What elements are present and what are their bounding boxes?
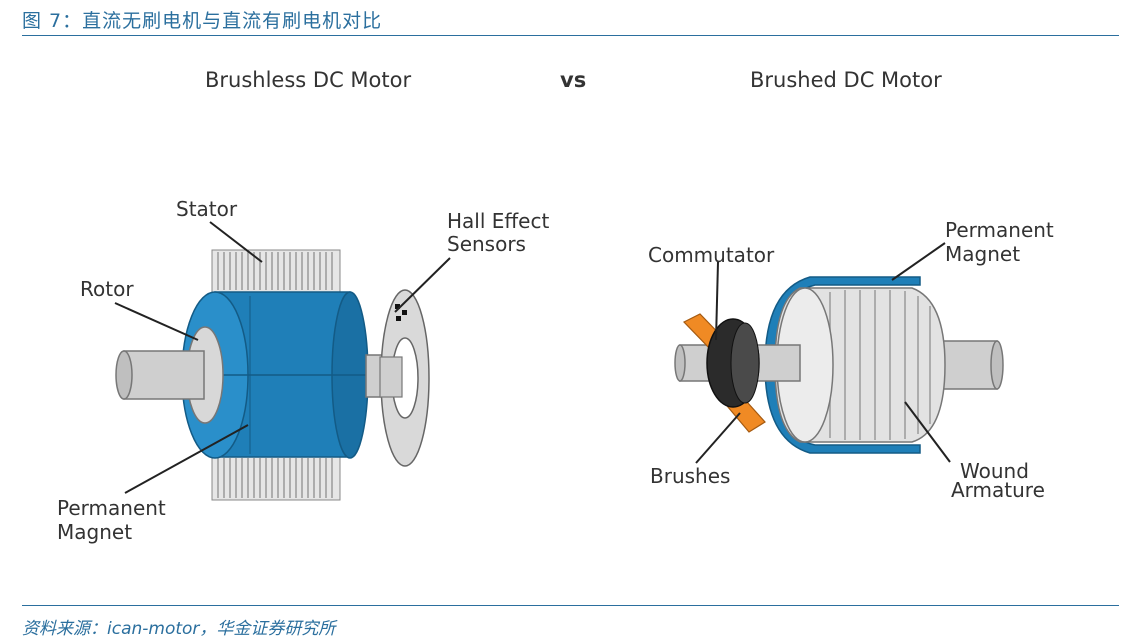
title-divider — [22, 35, 1119, 36]
source-divider — [22, 605, 1119, 606]
brushless-heading: Brushless DC Motor — [205, 68, 411, 92]
shaft-right-end — [379, 356, 403, 398]
vs-label: vs — [560, 68, 586, 92]
commutator — [706, 318, 760, 408]
figure-title: 图 7：直流无刷电机与直流有刷电机对比 — [22, 10, 383, 32]
stator-label: Stator — [176, 197, 238, 221]
armature-label-line2: Armature — [951, 478, 1045, 502]
commutator-leader — [715, 261, 719, 341]
brushless-motor: Stator Hall Effect Sensors Rotor Permane… — [57, 197, 549, 544]
brushed-magnet-label-line1: Permanent — [945, 218, 1054, 242]
brushed-motor: Commutator Permanent Magnet Brushes Woun… — [648, 218, 1054, 502]
motor-comparison-diagram: Brushless DC Motor vs Brushed DC Motor — [57, 68, 1054, 544]
hall-sensor-leader — [394, 257, 451, 313]
brushed-magnet-label-line2: Magnet — [945, 242, 1020, 266]
armature-label-line1: Wound — [960, 459, 1029, 483]
hall-sensor-ring — [380, 289, 430, 467]
brushed-heading: Brushed DC Motor — [750, 68, 942, 92]
rotor-label: Rotor — [80, 277, 134, 301]
magnet-label-line1: Permanent — [57, 496, 166, 520]
hall-sensor-label-line1: Hall Effect — [447, 209, 549, 233]
brushes-leader — [695, 412, 741, 464]
rotor-leader — [114, 302, 199, 341]
commutator-label: Commutator — [648, 243, 775, 267]
stator-bottom — [211, 455, 341, 501]
magnet-leader — [124, 424, 249, 494]
source-note: 资料来源：ican-motor，华金证券研究所 — [22, 619, 336, 639]
armature-leader — [904, 401, 951, 463]
brushed-magnet-leader — [891, 242, 946, 281]
wound-armature — [774, 287, 946, 443]
shaft-left — [115, 350, 205, 400]
stator-leader — [209, 221, 263, 263]
stator-top — [211, 249, 341, 293]
hall-sensor-label-line2: Sensors — [447, 232, 526, 256]
brushes-label: Brushes — [650, 464, 730, 488]
magnet-label-line2: Magnet — [57, 520, 132, 544]
